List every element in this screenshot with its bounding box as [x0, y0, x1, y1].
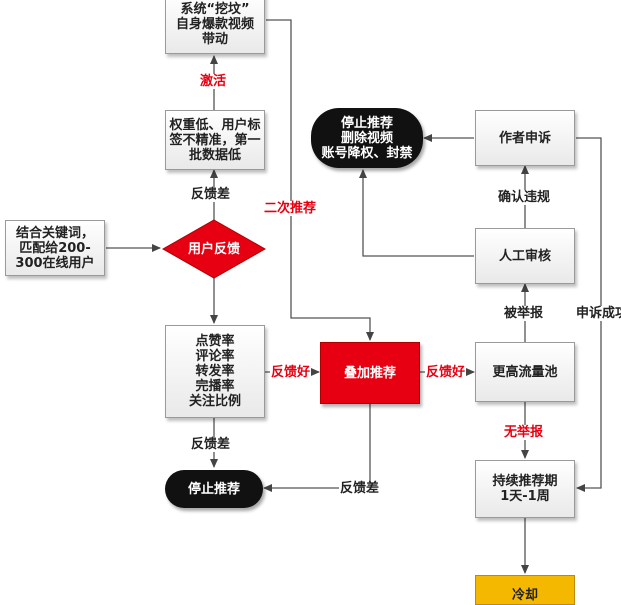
node-bigger-pool: 更高流量池	[475, 342, 575, 402]
label-feedback-bad-1: 反馈差	[190, 187, 232, 202]
label-appeal-success: 申诉成功	[575, 306, 621, 321]
node-system-dig: 系统“挖坟” 自身爆款视频 带动	[165, 0, 265, 54]
node-sustain: 持续推荐期 1天-1周	[475, 460, 575, 518]
arrow-boost-to-stop	[263, 404, 371, 492]
label-reported: 被举报	[503, 306, 545, 321]
label-no-report: 无举报	[503, 425, 545, 440]
node-author-appeal: 作者申诉	[475, 110, 575, 166]
node-stop-bottom: 停止推荐	[165, 470, 263, 508]
label-feedback-good-2: 反馈好	[425, 365, 467, 380]
label-activate: 激活	[199, 74, 228, 89]
node-keywords: 结合关键词， 匹配给200- 300在线用户	[5, 220, 105, 276]
node-metrics: 点赞率 评论率 转发率 完播率 关注比例	[165, 325, 265, 418]
label-second-push: 二次推荐	[263, 201, 318, 216]
label-feedback-bad-3: 反馈差	[339, 481, 381, 496]
node-cooldown: 冷却	[475, 575, 575, 605]
arrow-systemdig-to-boost	[266, 19, 374, 341]
node-stop-top: 停止推荐 删除视频 账号降权、封禁	[311, 108, 423, 168]
label-feedback-bad-2: 反馈差	[190, 437, 232, 452]
label-feedback-good-1: 反馈好	[270, 365, 312, 380]
node-low-weight: 权重低、用户标 签不精准，第一 批数据低	[165, 110, 265, 170]
arrow-review-to-stoptop	[359, 169, 474, 257]
diamond-shape	[162, 219, 266, 279]
node-boost: 叠加推荐	[320, 342, 420, 404]
node-manual-review: 人工审核	[475, 228, 575, 284]
node-user-feedback: 用户反馈	[162, 219, 266, 279]
label-confirm-violation: 确认违规	[497, 190, 552, 205]
